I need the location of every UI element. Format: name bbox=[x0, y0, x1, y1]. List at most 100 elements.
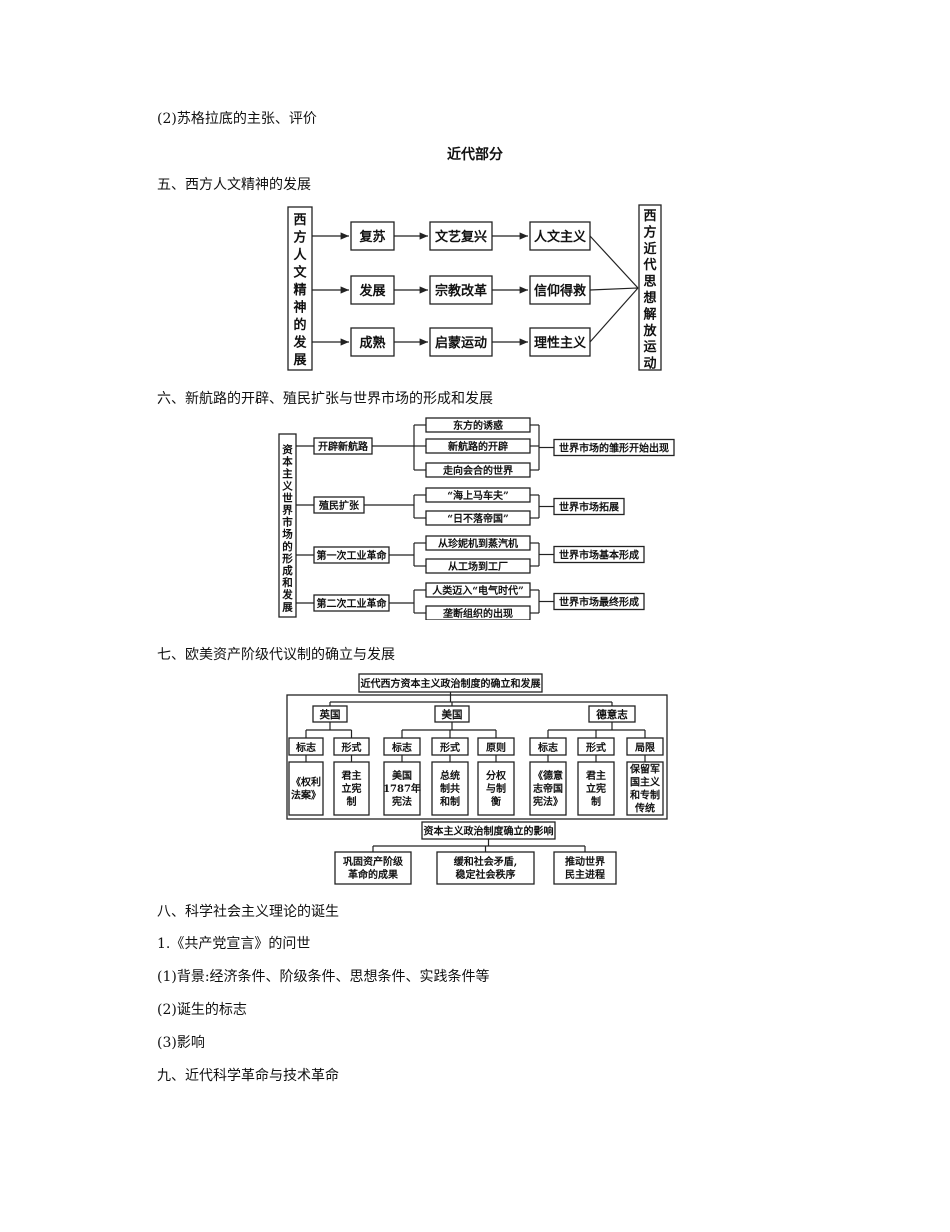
text-line: (3)影响 bbox=[157, 1035, 205, 1051]
event-box bbox=[429, 275, 493, 305]
flow-row: 复苏文艺复兴人文主义 bbox=[312, 221, 639, 289]
vertical-char: 神 bbox=[293, 300, 306, 316]
vertical-char: 展 bbox=[282, 601, 293, 613]
left-vertical-box bbox=[287, 206, 313, 371]
column-value: 1787年 bbox=[383, 782, 421, 795]
column-value: 立宪 bbox=[586, 782, 606, 795]
vertical-char: 西 bbox=[643, 209, 656, 224]
stage-label: 第二次工业革命 bbox=[317, 597, 388, 610]
vertical-char: 本 bbox=[282, 455, 293, 468]
item-label: 垄断组织的出现 bbox=[443, 607, 513, 620]
impact-label: 巩固资产阶级 bbox=[343, 855, 404, 868]
vertical-char: 思 bbox=[643, 275, 656, 290]
vertical-char: 的 bbox=[282, 540, 293, 553]
column-value-box bbox=[383, 761, 421, 816]
impact-label: 革命的成果 bbox=[348, 868, 399, 881]
column-value: 志帝国 bbox=[533, 782, 563, 795]
column-header: 形式 bbox=[342, 741, 362, 754]
item-label: 新航路的开辟 bbox=[448, 440, 508, 453]
stage-label: 复苏 bbox=[358, 229, 385, 245]
column-value-box bbox=[626, 761, 664, 816]
vertical-char: 人 bbox=[293, 247, 307, 263]
result-label: 信仰得救 bbox=[534, 283, 586, 299]
vertical-char: 方 bbox=[643, 224, 656, 240]
diagram-humanism: 西方人文精神的发展 西方近代思想解放运动 复苏文艺复兴人文主义发展宗教改革信仰得… bbox=[287, 204, 662, 372]
column-value: 制 bbox=[347, 795, 357, 808]
vertical-char: 方 bbox=[293, 230, 306, 246]
vertical-char: 和 bbox=[281, 576, 293, 589]
vertical-char: 世 bbox=[282, 491, 293, 504]
item-label: 从工场到工厂 bbox=[448, 560, 508, 573]
flow-row: 成熟启蒙运动理性主义 bbox=[312, 287, 639, 357]
stage-label: 殖民扩张 bbox=[318, 499, 360, 512]
column-header: 原则 bbox=[486, 741, 506, 754]
column-header: 标志 bbox=[537, 741, 558, 754]
vertical-char: 义 bbox=[281, 479, 293, 492]
vertical-char: 精 bbox=[293, 282, 306, 298]
stage-label: 成熟 bbox=[359, 335, 385, 351]
heading-6: 六、新航路的开辟、殖民扩张与世界市场的形成和发展 bbox=[157, 391, 493, 407]
column-value: 和专制 bbox=[629, 789, 660, 802]
result-label: 理性主义 bbox=[534, 335, 587, 351]
column-value: 分权 bbox=[486, 769, 507, 782]
column-value: 宪法》 bbox=[533, 795, 563, 808]
column-value-box bbox=[333, 761, 370, 816]
vertical-char: 主 bbox=[282, 467, 293, 480]
event-box bbox=[429, 221, 493, 251]
flow-row: 发展 宗教改革 信仰得救 bbox=[312, 275, 639, 305]
column-value: 《德意 bbox=[533, 769, 563, 782]
column-value: 衡 bbox=[491, 795, 501, 808]
result-label: 世界市场基本形成 bbox=[559, 549, 639, 562]
column-value: 保留军 bbox=[629, 763, 660, 776]
vertical-char: 展 bbox=[293, 353, 307, 368]
column-value: 制 bbox=[591, 795, 601, 808]
text-line: (2)苏格拉底的主张、评价 bbox=[157, 111, 317, 127]
result-box bbox=[553, 545, 645, 564]
column-value: 和制 bbox=[439, 795, 460, 808]
country-label: 英国 bbox=[319, 708, 341, 721]
diagram-title: 近代西方资本主义政治制度的确立和发展 bbox=[361, 677, 541, 690]
column-value-box bbox=[529, 761, 567, 816]
result-label: 人文主义 bbox=[534, 229, 587, 245]
section-title: 近代部分 bbox=[447, 147, 503, 163]
vertical-char: 动 bbox=[643, 357, 656, 372]
column-value: 君主 bbox=[586, 769, 606, 782]
result-box bbox=[553, 438, 675, 457]
vertical-char: 文 bbox=[293, 265, 307, 281]
stage-box bbox=[350, 221, 395, 251]
stage-label: 发展 bbox=[358, 283, 386, 299]
column-value-box bbox=[577, 761, 615, 816]
column-value: 国主义 bbox=[630, 776, 661, 789]
result-label: 世界市场的雏形开始出现 bbox=[559, 442, 669, 455]
heading-9: 九、近代科学革命与技术革命 bbox=[157, 1068, 339, 1084]
column-header: 形式 bbox=[440, 741, 460, 754]
impact-label: 缓和社会矛盾, bbox=[453, 855, 517, 868]
result-box bbox=[529, 275, 591, 305]
market-group: 殖民扩张“海上马车夫”“日不落帝国”世界市场拓展 bbox=[296, 487, 625, 526]
event-label: 宗教改革 bbox=[435, 283, 487, 299]
item-label: 从珍妮机到蒸汽机 bbox=[438, 537, 518, 550]
vertical-char: 发 bbox=[292, 335, 307, 351]
result-label: 世界市场拓展 bbox=[559, 501, 619, 514]
right-vertical-box bbox=[638, 204, 662, 371]
column-value-box bbox=[288, 761, 324, 816]
heading-8: 八、科学社会主义理论的诞生 bbox=[157, 904, 339, 920]
column-value: 《权利 bbox=[291, 776, 321, 789]
vertical-char: 成 bbox=[282, 564, 293, 577]
vertical-char: 场 bbox=[282, 528, 293, 541]
impact-label: 稳定社会秩序 bbox=[456, 868, 516, 881]
result-label: 世界市场最终形成 bbox=[559, 596, 639, 609]
event-box bbox=[429, 327, 493, 357]
left-vertical-box bbox=[278, 433, 297, 618]
column-value-box bbox=[431, 761, 469, 816]
impact-box bbox=[436, 851, 535, 885]
vertical-char: 形 bbox=[282, 553, 293, 565]
column-value: 美国 bbox=[392, 769, 412, 782]
item-label: “海上马车夫” bbox=[447, 489, 509, 502]
